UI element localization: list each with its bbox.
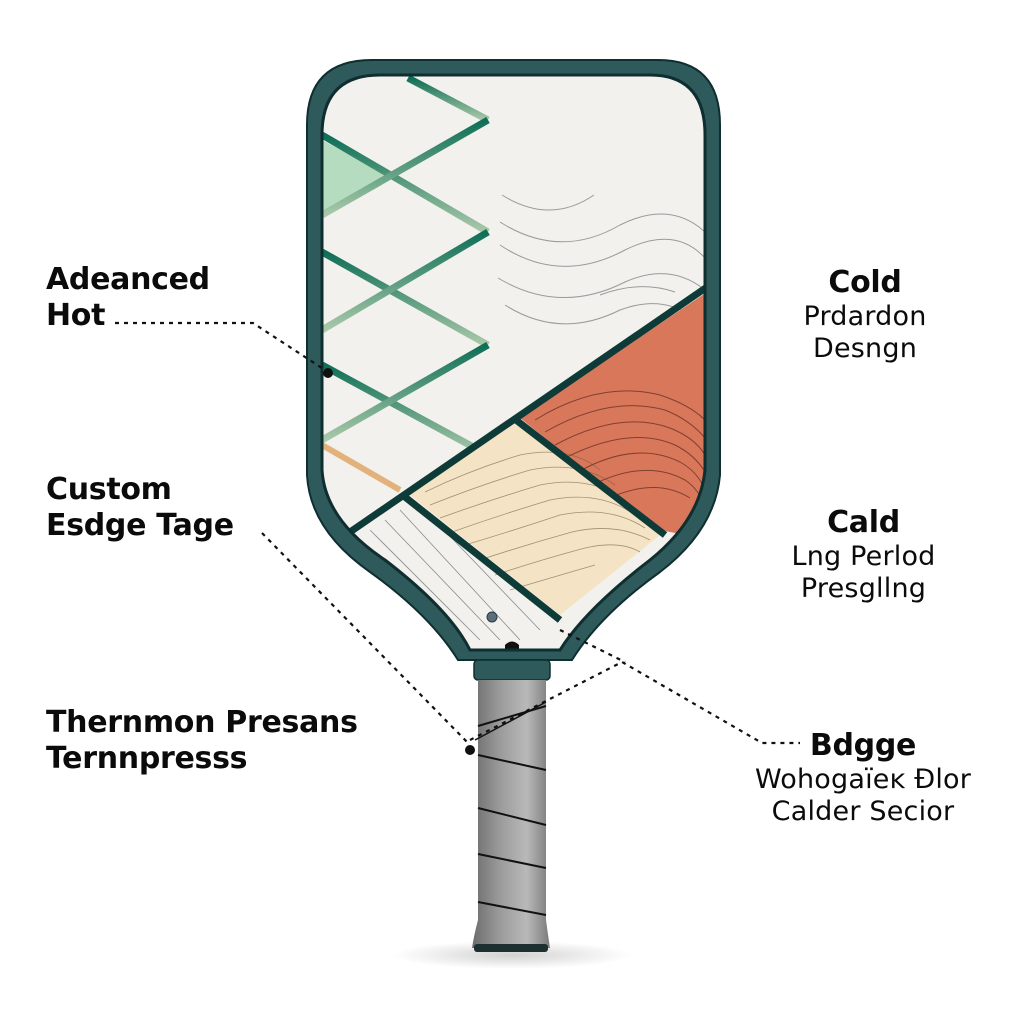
callout-title: Bdgge	[809, 728, 917, 763]
callout-subtitle: Ternnpresss	[46, 741, 248, 776]
callout-dot-left-3	[465, 745, 475, 755]
cream-panel	[410, 422, 660, 615]
terracotta-waves	[534, 390, 705, 509]
grip	[472, 680, 550, 952]
callout-line-2: Calder Secior	[771, 796, 955, 828]
grip-tape-callout-line	[474, 701, 547, 741]
callout-line-right-3	[559, 629, 626, 663]
logo-badge-icon	[486, 611, 498, 623]
callout-title: Adeanced	[46, 262, 210, 297]
callout-line-1: Prdardon	[803, 301, 927, 332]
mint-triangle	[322, 140, 392, 218]
callout-line-left-1	[115, 321, 329, 373]
callout-line-1: Lng Perlod	[791, 541, 936, 572]
callout-lines	[115, 321, 800, 746]
callout-right-1: Cold Prdardon Desngn	[770, 265, 960, 366]
terracotta-panel	[520, 290, 705, 540]
callout-title: Cold	[828, 265, 902, 300]
paddle-face	[322, 75, 705, 650]
wave-lines-top	[497, 194, 705, 325]
callout-line-2: Desngn	[812, 333, 918, 365]
callout-left-3: Thernmon Presans Ternnpresss	[46, 705, 358, 777]
callout-title: Thernmon Presans	[46, 705, 358, 740]
callout-title: Custom	[46, 472, 172, 507]
callout-left-1: Adeanced Hot	[46, 262, 210, 334]
callout-line-left-3	[469, 660, 800, 745]
callout-subtitle: Esdge Tage	[46, 508, 234, 543]
edge-guard-inner-line	[320, 73, 707, 652]
callout-right-3: Bdgge Wohogaïeĸ Ðlor Calder Secior	[738, 728, 988, 829]
throat-notch	[505, 641, 519, 650]
callout-subtitle: Hot	[46, 298, 106, 333]
callout-title: Cald	[827, 505, 900, 540]
floor-shadow	[392, 941, 632, 969]
callout-line-1: Wohogaïeĸ Ðlor	[754, 764, 972, 795]
callout-left-2: Custom Esdge Tage	[46, 472, 234, 544]
handle-collar	[473, 659, 551, 681]
callout-right-2: Cald Lng Perlod Presgllng	[766, 505, 961, 606]
tan-accent	[322, 442, 402, 493]
triangle-lattice	[322, 75, 492, 490]
callout-dot-left-1	[323, 368, 333, 378]
panel-dividers	[348, 282, 705, 623]
callout-line-2: Presgllng	[800, 573, 927, 605]
cream-waves	[424, 451, 651, 591]
